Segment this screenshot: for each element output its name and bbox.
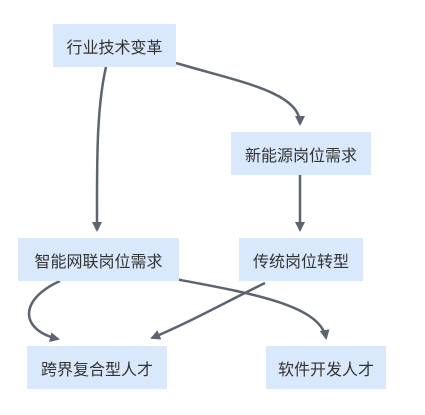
edge-traditional-to-crossover (150, 281, 266, 340)
node-label: 软件开发人才 (277, 359, 374, 379)
node-new-energy-demand: 新能源岗位需求 (231, 132, 371, 175)
edge-tech-to-newenergy (175, 61, 305, 126)
edge-smartnet-to-software (174, 277, 330, 340)
node-tech-change: 行业技术变革 (53, 24, 176, 67)
edge-smartnet-to-crossover (27, 279, 61, 343)
node-label: 行业技术变革 (66, 37, 163, 57)
node-label: 智能网联岗位需求 (34, 251, 163, 271)
node-software-talent: 软件开发人才 (266, 346, 386, 389)
node-traditional-transformation: 传统岗位转型 (239, 238, 363, 281)
node-label: 新能源岗位需求 (244, 145, 357, 165)
node-label: 跨界复合型人才 (40, 359, 153, 379)
edge-tech-to-smartnet (91, 66, 108, 232)
node-crossover-talent: 跨界复合型人才 (27, 346, 167, 389)
node-label: 传统岗位转型 (252, 251, 349, 271)
node-smart-network-demand: 智能网联岗位需求 (18, 238, 179, 281)
